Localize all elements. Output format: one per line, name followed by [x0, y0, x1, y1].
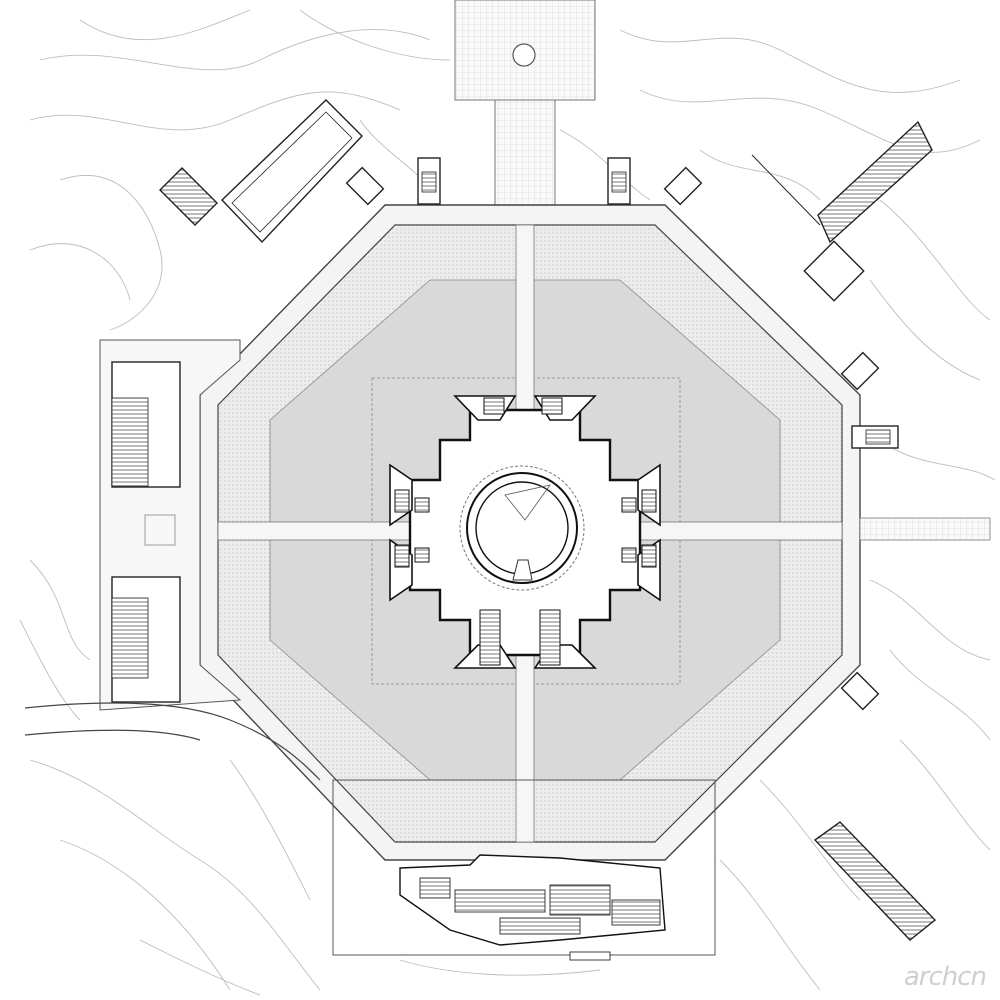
escalators: [394, 397, 657, 666]
perimeter-kiosks: [345, 157, 899, 711]
watermark-text: archcn: [903, 962, 987, 992]
central-building: [408, 408, 642, 657]
east-walkway: [859, 517, 991, 541]
west-parking: [24, 339, 321, 781]
northwest-pavilion: [159, 99, 363, 244]
northeast-pavilion: [751, 120, 933, 302]
southeast-pavilion: [813, 821, 937, 941]
north-entry-plaza: [454, 0, 596, 206]
south-complex: [332, 779, 716, 961]
perimeter-kiosk-stairs: [421, 171, 891, 445]
